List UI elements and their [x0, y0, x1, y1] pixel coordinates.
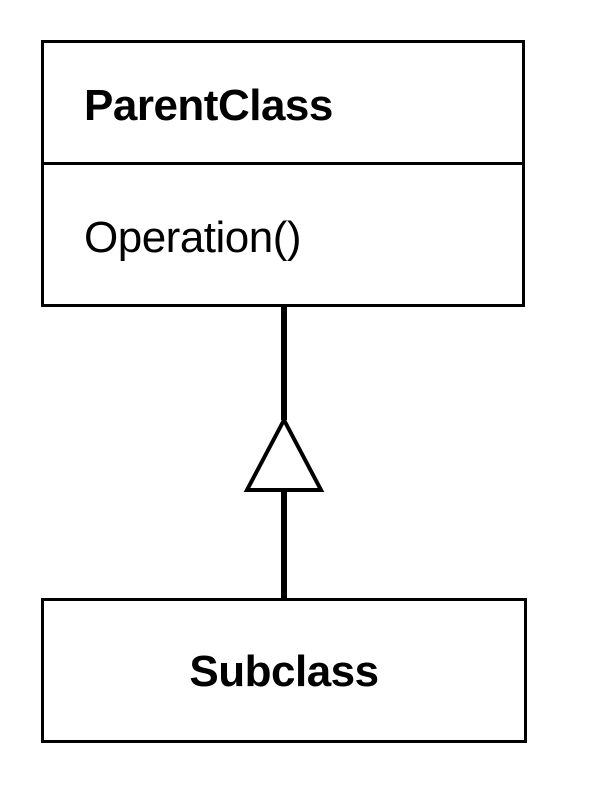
- inheritance-arrowhead: [243, 415, 325, 492]
- parent-class-name-compartment: ParentClass: [44, 43, 522, 165]
- parent-class-operations-compartment: Operation(): [44, 165, 522, 304]
- parent-class-operation: Operation(): [84, 213, 302, 262]
- parent-class-name: ParentClass: [84, 81, 333, 130]
- subclass-name: Subclass: [189, 647, 379, 696]
- subclass-box: Subclass: [41, 598, 527, 743]
- parent-class-box: ParentClass Operation(): [41, 40, 525, 307]
